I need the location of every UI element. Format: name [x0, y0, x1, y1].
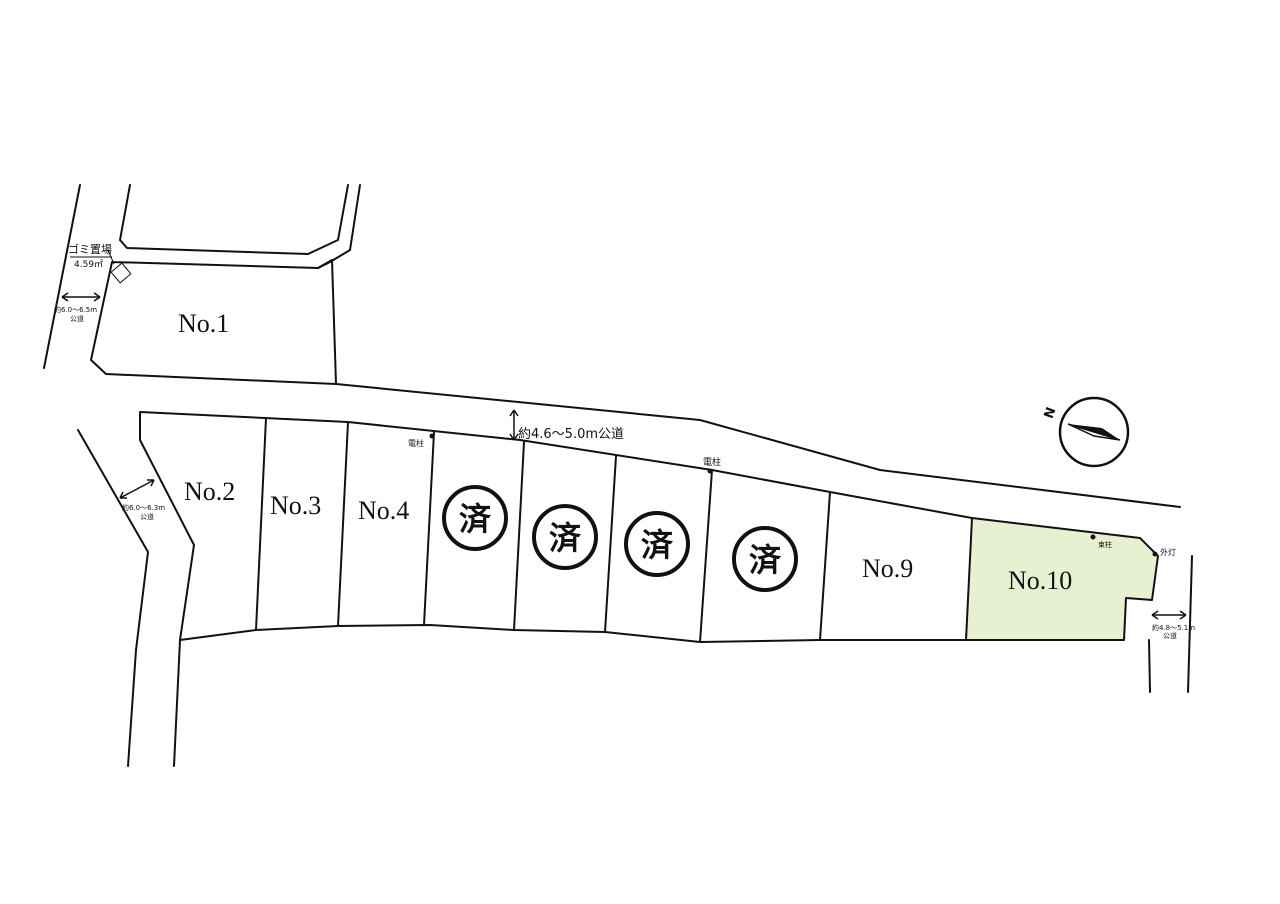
divider-7-8	[699, 469, 713, 643]
lot-no5-sold-text: 済	[459, 500, 492, 538]
west-road-edge-top	[43, 184, 81, 369]
street-light: 外灯	[1152, 547, 1176, 557]
east-road-width-label: 約4.8～5.1m	[1152, 623, 1195, 632]
east-road-edge-1	[1148, 639, 1151, 693]
divider-4-5	[423, 431, 435, 626]
lot-no10-label: No.10	[1008, 566, 1072, 595]
street-light-label: 外灯	[1160, 547, 1176, 557]
lot-no8-sold-text: 済	[749, 541, 782, 579]
east-road-edge-2	[1187, 555, 1193, 693]
utility-pole-2: 電柱	[703, 456, 721, 474]
bundle-pole: 束柱	[1090, 534, 1112, 549]
west-road-lower-outer	[77, 429, 149, 767]
bundle-pole-label: 束柱	[1098, 540, 1112, 549]
main-road-width: 約4.6～5.0m公道	[509, 409, 624, 442]
lot-no3-label: No.3	[270, 491, 321, 520]
garbage-area: ゴミ置場 4.59㎡	[68, 242, 132, 284]
west-road-bottom-type-label: 公道	[140, 512, 154, 521]
lot-no10-fill	[966, 518, 1158, 640]
divider-9-10	[965, 517, 973, 641]
west-road-top-type-label: 公道	[70, 314, 84, 323]
lot-no8-sold-stamp: 済	[732, 526, 798, 592]
east-road-type-label: 公道	[1163, 631, 1177, 640]
garbage-area-label: ゴミ置場	[68, 242, 112, 256]
north-compass-icon: N	[1042, 396, 1130, 468]
utility-pole-2-label: 電柱	[703, 456, 721, 468]
lot-no6-sold-stamp: 済	[532, 504, 598, 570]
north-label: N	[1042, 405, 1060, 420]
west-road-top-width-label: 約6.0～6.5m	[54, 305, 97, 314]
lot-no2-label: No.2	[184, 477, 235, 506]
garbage-area-size: 4.59㎡	[74, 259, 103, 270]
lot-no4-label: No.4	[358, 496, 409, 525]
main-road-label: 約4.6～5.0m公道	[518, 427, 624, 442]
lot-no5-sold-stamp: 済	[442, 485, 508, 551]
divider-6-7	[604, 455, 617, 633]
west-road-lower-inner	[173, 639, 181, 767]
lot-no1-label: No.1	[178, 309, 229, 338]
lot-no7-sold-text: 済	[641, 526, 674, 564]
divider-8-9	[819, 491, 831, 641]
west-road-bottom-width-label: 約6.0～6.3m	[122, 503, 165, 512]
lot-no7-sold-stamp: 済	[624, 511, 690, 577]
divider-3-4	[337, 421, 349, 627]
north-block-edge-outer	[317, 184, 361, 269]
west-road-top-width: 約6.0～6.5m 公道	[54, 292, 101, 323]
east-road-width: 約4.8～5.1m 公道	[1151, 610, 1195, 640]
main-road-north-edge	[335, 383, 1181, 508]
divider-2-3	[255, 417, 267, 631]
utility-pole-1: 電柱	[408, 433, 435, 448]
lot-no6-sold-text: 済	[549, 519, 582, 557]
west-road-bottom-width: 約6.0～6.3m 公道	[119, 479, 165, 521]
divider-5-6	[513, 441, 525, 631]
north-block-edge	[119, 184, 349, 255]
lot-no9-label: No.9	[862, 554, 913, 583]
utility-pole-1-label: 電柱	[408, 438, 424, 448]
